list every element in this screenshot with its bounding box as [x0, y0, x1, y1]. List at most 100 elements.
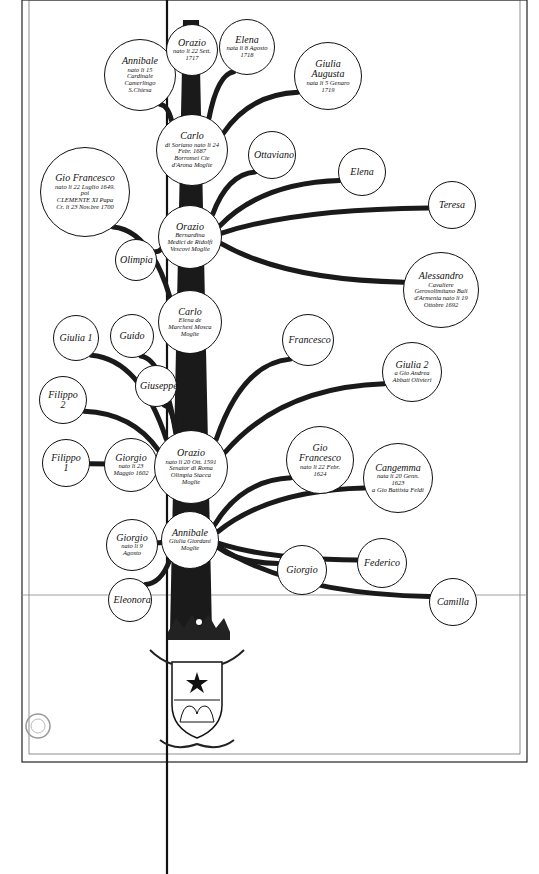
person-name: Eleonora	[114, 595, 147, 606]
circle-text: Francesco	[289, 335, 328, 346]
circle-text: Giulia 1	[59, 333, 94, 344]
person-name: Alessandro	[413, 271, 470, 282]
person-detail: nata li 20 Genn. 1623	[372, 473, 425, 487]
person-detail: Cr. li 23 Nov.bre 1700	[51, 204, 119, 211]
circle-text: Elenanata li 8 Agosto 1718	[226, 35, 268, 59]
person-detail: nata li 5 Genaro 1719	[303, 80, 354, 94]
circle-text: Filippo 1	[48, 453, 84, 474]
library-stamp	[26, 714, 50, 738]
person-name: Olimpia	[120, 255, 152, 266]
person-name: Giulia Augusta	[303, 59, 354, 80]
branch	[218, 488, 365, 532]
person-circle: Guido	[110, 314, 154, 358]
trunk-segment	[183, 354, 198, 430]
circle-text: Giorgio	[283, 565, 321, 576]
person-detail: nato li 9 Agosto	[113, 543, 152, 557]
person-name: Guido	[116, 331, 149, 342]
person-circle: Ottaviano	[248, 131, 296, 179]
circle-text: Giulia 2a Gio Andrea Abbati Olivieri	[390, 360, 435, 384]
mounds	[180, 706, 214, 722]
person-circle: Elenanata li 8 Agosto 1718	[219, 19, 275, 75]
person-name: Teresa	[434, 200, 470, 211]
inner-frame	[29, 0, 520, 754]
circle-text: AlessandroCavaliere Gerosolimitano Bali …	[413, 271, 470, 309]
person-circle: Eleonora	[108, 578, 152, 622]
person-name: Filippo 1	[48, 453, 84, 474]
circle-text: Gio Francesconato li 22 Luglio 1649. poi…	[51, 173, 119, 211]
crown	[168, 614, 230, 640]
person-circle: OrazioBernardina Medici de Ridolfi Vesco…	[158, 205, 222, 269]
circle-text: Filippo 2	[45, 390, 81, 411]
person-name: Francesco	[289, 335, 328, 346]
person-circle: Francesco	[282, 314, 334, 366]
person-name: Giuseppe	[140, 381, 172, 392]
person-detail: nato li 15	[113, 67, 167, 74]
circle-text: Orazionato li 20 Ott. 1591 Senator di Ro…	[163, 448, 219, 486]
trunk-segment	[184, 186, 198, 205]
circle-text: OrazioBernardina Medici de Ridolfi Vesco…	[166, 222, 214, 253]
circle-text: Elena	[344, 167, 380, 178]
person-circle: Giorgio	[277, 545, 327, 595]
person-circle: Giuseppe	[135, 365, 177, 407]
trunk-segment	[183, 504, 197, 511]
circle-text: Giuseppe	[140, 381, 172, 392]
person-circle: Giulia Augustanata li 5 Genaro 1719	[294, 42, 362, 110]
person-circle: CarloElena de Marchesi Mosca Moglie	[158, 290, 222, 354]
branch	[224, 92, 299, 133]
person-name: Carlo	[165, 131, 219, 142]
person-circle: Giulia 2a Gio Andrea Abbati Olivieri	[382, 342, 442, 402]
person-detail: CLEMENTE XI Papa	[51, 197, 119, 204]
circle-text: Annibalenato li 15Cardinale Camerlingo S…	[113, 56, 167, 94]
person-name: Carlo	[166, 307, 214, 318]
person-name: Elena	[226, 35, 268, 46]
person-circle: AlessandroCavaliere Gerosolimitano Bali …	[403, 252, 479, 328]
person-circle: Camilla	[429, 578, 477, 626]
person-name: Camilla	[435, 597, 471, 608]
person-circle: Giorgionato li 23 Maggio 1602	[104, 438, 158, 492]
person-detail: Cavaliere Gerosolimitano Bali d'Armenia …	[413, 282, 470, 309]
person-circle: AnnibaleGiulia Giordani Moglie	[161, 511, 219, 569]
person-detail: a Gio Andrea Abbati Olivieri	[390, 370, 435, 384]
circle-text: AnnibaleGiulia Giordani Moglie	[168, 528, 212, 552]
person-name: Filippo 2	[45, 390, 81, 411]
shield-scroll	[150, 650, 244, 747]
branch	[213, 172, 255, 214]
circle-text: Ottaviano	[254, 150, 290, 161]
person-circle: Teresa	[428, 181, 476, 229]
person-name: Annibale	[168, 528, 212, 539]
circle-text: Teresa	[434, 200, 470, 211]
person-detail: di Soriano nato li 24 Febr. 1687	[165, 142, 219, 156]
person-name: Giorgio	[283, 565, 321, 576]
circle-text: CarloElena de Marchesi Mosca Moglie	[166, 307, 214, 338]
person-name: Federico	[363, 558, 401, 569]
person-circle: Orazionato li 22 Sett. 1717	[166, 24, 218, 76]
branch	[161, 105, 172, 121]
person-name: Gio Francesco	[51, 173, 119, 184]
trunk-segment	[185, 76, 199, 114]
circle-text: Olimpia	[120, 255, 152, 266]
person-name: Giorgio	[111, 453, 152, 464]
shield	[172, 662, 222, 738]
person-circle: Federico	[357, 538, 407, 588]
circle-text: Guido	[116, 331, 149, 342]
circle-text: Federico	[363, 558, 401, 569]
person-circle: Cangemmanata li 20 Genn. 1623a Gio Batti…	[363, 443, 433, 513]
person-detail: nata li 8 Agosto 1718	[226, 45, 268, 59]
circle-text: Carlodi Soriano nato li 24 Febr. 1687Bor…	[165, 131, 219, 169]
branch	[221, 244, 404, 283]
branch	[209, 72, 234, 119]
circle-text: Gio Francesconato li 22 Febr. 1624	[295, 443, 346, 478]
person-circle: Filippo 1	[42, 439, 90, 487]
person-circle: Orazionato li 20 Ott. 1591 Senator di Ro…	[154, 430, 228, 504]
person-name: Giorgio	[113, 533, 152, 544]
person-circle: Gio Francesconato li 22 Febr. 1624	[286, 426, 354, 494]
circle-text: Orazionato li 22 Sett. 1717	[173, 38, 212, 62]
person-detail: Borromei Cte d'Arona Moglie	[165, 155, 219, 169]
person-name: Elena	[344, 167, 380, 178]
person-detail: nato li 22 Febr. 1624	[295, 464, 346, 478]
circle-text: Eleonora	[114, 595, 147, 606]
circle-text: Giulia Augustanata li 5 Genaro 1719	[303, 59, 354, 94]
person-detail: Bernardina Medici de Ridolfi Vescovi Mog…	[166, 232, 214, 252]
person-name: Orazio	[163, 448, 219, 459]
